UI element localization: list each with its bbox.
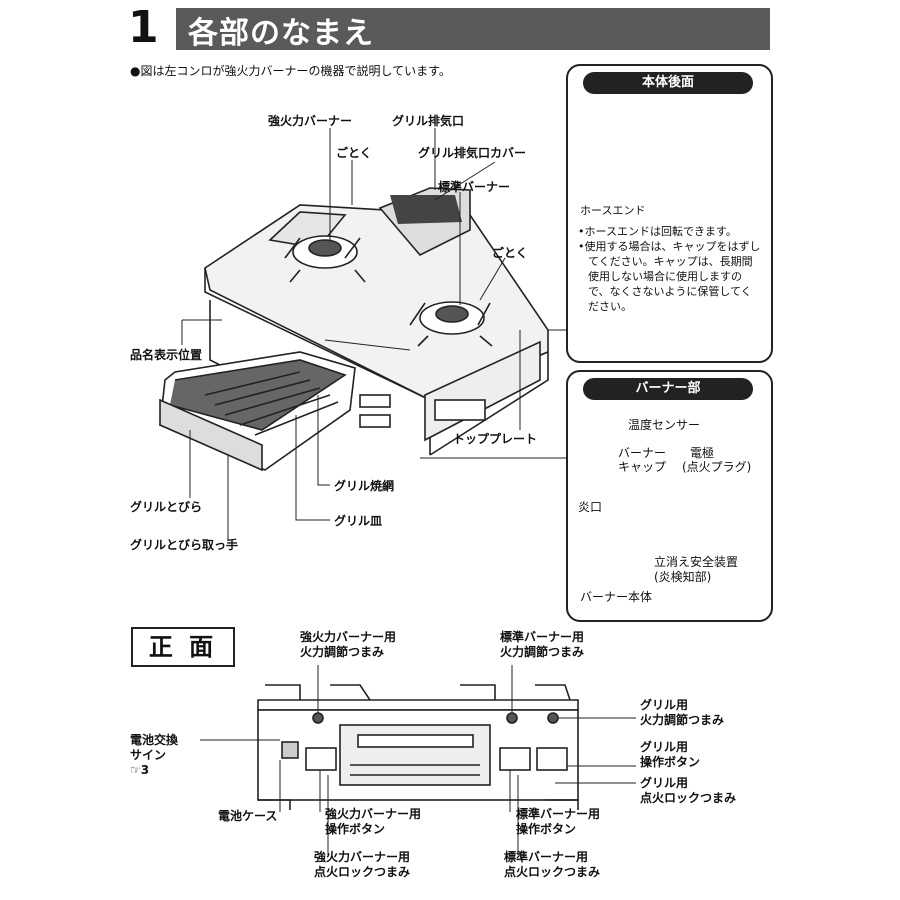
label-std-lock-2: 点火ロックつまみ xyxy=(504,865,601,879)
label-burner-body: バーナー本体 xyxy=(580,590,653,604)
label-grill-net: グリル焼網 xyxy=(334,479,395,493)
label-grill-lock-2: 点火ロックつまみ xyxy=(640,791,737,805)
label-strong-lock-1: 強火力バーナー用 xyxy=(314,850,411,864)
label-strong-knob-1: 強火力バーナー用 xyxy=(300,630,397,644)
front-view-illustration xyxy=(200,665,636,855)
label-safety-device-1: 立消え安全装置 xyxy=(654,555,739,569)
label-grill-lock-1: グリル用 xyxy=(640,776,689,790)
label-gotoku-right: ごとく xyxy=(492,246,528,260)
label-strong-button-1: 強火力バーナー用 xyxy=(325,807,422,821)
label-safety-device-2: (炎検知部) xyxy=(654,570,712,584)
rear-panel-title: 本体後面 xyxy=(583,72,753,94)
label-strong-burner: 強火力バーナー xyxy=(268,114,353,128)
label-temp-sensor: 温度センサー xyxy=(628,418,701,432)
label-grill-button-1: グリル用 xyxy=(640,740,689,754)
label-grill-knob-2: 火力調節つまみ xyxy=(640,713,725,727)
label-hose-end: ホースエンド xyxy=(580,204,646,217)
label-grill-exhaust: グリル排気口 xyxy=(392,114,465,128)
label-flame-port: 炎口 xyxy=(578,500,603,514)
label-strong-button-2: 操作ボタン xyxy=(325,822,386,836)
front-section-title: 正 面 xyxy=(131,627,235,667)
label-std-knob-1: 標準バーナー用 xyxy=(500,630,585,644)
label-gotoku-top: ごとく xyxy=(336,146,372,160)
label-burner-cap-1: バーナー xyxy=(618,446,667,460)
label-grill-exhaust-cover: グリル排気口カバー xyxy=(418,146,527,160)
intro-note: ●図は左コンロが強火力バーナーの機器で説明しています。 xyxy=(130,64,451,78)
rear-panel-notes: •ホースエンドは回転できます。 •使用する場合は、キャップをはずしてください。キ… xyxy=(578,224,762,314)
label-battery-case: 電池ケース xyxy=(218,809,278,823)
label-battery-sign-2: サイン xyxy=(130,748,167,762)
label-model-position: 品名表示位置 xyxy=(130,348,203,362)
label-std-lock-1: 標準バーナー用 xyxy=(504,850,589,864)
label-standard-burner: 標準バーナー xyxy=(438,180,511,194)
title-bar xyxy=(176,8,770,50)
page-title: 各部のなまえ xyxy=(188,16,374,51)
burner-panel-box xyxy=(566,370,773,622)
label-strong-lock-2: 点火ロックつまみ xyxy=(314,865,411,879)
label-top-plate: トッププレート xyxy=(453,432,538,446)
burner-panel-title: バーナー部 xyxy=(583,378,753,400)
label-std-button-2: 操作ボタン xyxy=(516,822,577,836)
label-burner-cap-2: キャップ xyxy=(618,460,667,474)
label-strong-knob-2: 火力調節つまみ xyxy=(300,645,385,659)
label-battery-sign-1: 電池交換 xyxy=(130,733,179,747)
label-grill-knob-1: グリル用 xyxy=(640,698,689,712)
label-grill-button-2: 操作ボタン xyxy=(640,755,701,769)
rear-note-2: •使用する場合は、キャップをはずしてください。キャップは、長期間使用しない場合に… xyxy=(578,240,761,313)
stove-perspective-illustration xyxy=(159,187,549,472)
label-std-button-1: 標準バーナー用 xyxy=(516,807,601,821)
label-grill-plate: グリル皿 xyxy=(334,514,383,528)
rear-note-1: •ホースエンドは回転できます。 xyxy=(578,225,737,238)
section-number: 1 xyxy=(128,2,159,53)
label-std-knob-2: 火力調節つまみ xyxy=(500,645,585,659)
rear-panel-box xyxy=(566,64,773,363)
label-grill-door: グリルとびら xyxy=(130,500,203,514)
label-grill-door-handle: グリルとびら取っ手 xyxy=(130,538,239,552)
label-electrode-1: 電極 xyxy=(690,446,715,460)
label-battery-sign-ref: ☞3 xyxy=(130,763,150,777)
label-electrode-2: (点火プラグ) xyxy=(682,460,752,474)
